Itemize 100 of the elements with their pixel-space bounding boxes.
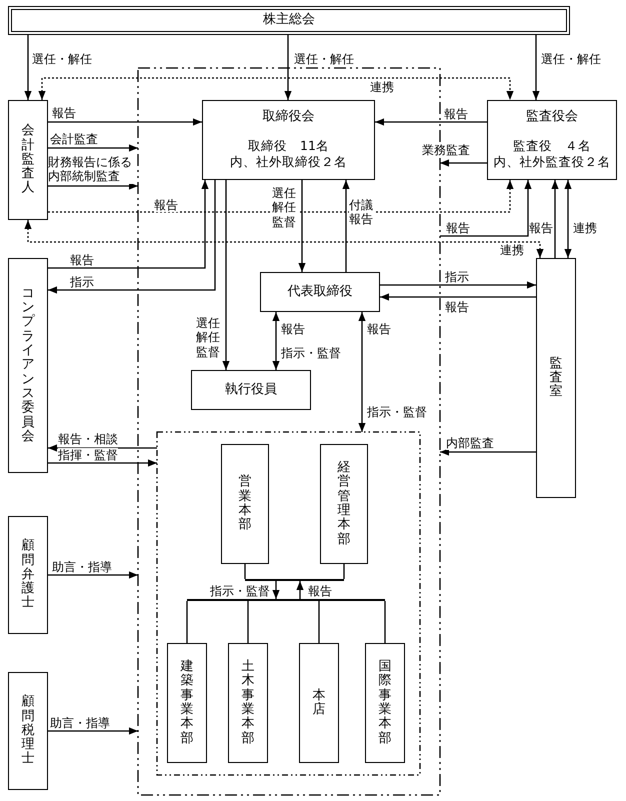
bus-line	[245, 579, 344, 581]
process-box	[167, 643, 207, 763]
process-box	[365, 643, 405, 763]
node-label: 土木事業本部	[242, 660, 254, 746]
node-label: 顧問弁護士	[22, 539, 34, 611]
process-box	[8, 100, 48, 220]
process-box	[221, 444, 269, 564]
edge-label: 選任解任監督	[196, 316, 222, 360]
arrow	[440, 448, 536, 456]
node-text: 監査役 ４名	[513, 138, 591, 154]
edge-label: 助言・指導	[52, 560, 112, 574]
arrow	[48, 182, 138, 190]
arrow	[222, 180, 230, 370]
node-label: 会計監査人	[22, 124, 34, 196]
arrow	[375, 118, 487, 126]
node-text: 内、社外監査役２名	[494, 154, 610, 172]
arrow	[532, 35, 540, 100]
edge-label: 選任解任監督	[272, 186, 298, 230]
edge-label: 報告	[70, 253, 94, 268]
arrow	[48, 118, 202, 126]
arrow	[38, 77, 514, 100]
arrow	[48, 459, 157, 467]
edge-label: 付議報告	[349, 198, 375, 227]
edge-label: 業務監査	[422, 143, 470, 158]
edge-label: 報告	[446, 221, 470, 236]
arrow	[48, 571, 138, 579]
arrow	[48, 444, 157, 452]
edge-label: 連携	[370, 80, 394, 94]
node-title: 代表取締役	[288, 284, 352, 300]
node-label: 経営管理本部	[338, 461, 350, 547]
node-title: 取締役会	[262, 108, 314, 126]
node-title: 監査役会	[526, 108, 578, 126]
edge-label: 報告	[281, 322, 305, 336]
arrow	[358, 312, 366, 432]
edge-label: 報告	[308, 584, 332, 598]
process-box	[8, 258, 48, 473]
edge-label: 指揮・監督	[58, 448, 118, 462]
process-box	[299, 643, 339, 763]
edge-label: 報告	[529, 221, 553, 236]
process-box	[8, 6, 570, 35]
arrow	[48, 180, 514, 213]
process-box	[8, 672, 48, 790]
edge-label: 報告	[445, 300, 469, 314]
edge-label: 財務報告に係る内部統制監査	[48, 155, 136, 184]
arrow	[48, 180, 209, 269]
node-label: 顧問税理士	[22, 695, 34, 767]
arrow	[440, 159, 487, 167]
arrow	[380, 281, 536, 289]
node-text: 取締役 11名	[248, 138, 329, 154]
arrow	[48, 727, 138, 735]
arrow	[48, 144, 138, 152]
edge-label: 報告	[444, 107, 468, 122]
edge-label: 助言・指導	[50, 716, 110, 730]
note-label: 指示・監督	[367, 405, 427, 420]
edge-label: 選任・解任	[541, 52, 601, 66]
process-box	[260, 272, 380, 312]
node-title: 執行役員	[225, 382, 277, 398]
edge-label: 指示・監督	[210, 584, 270, 598]
arrow	[272, 312, 280, 370]
dash-dot-frame	[157, 432, 420, 775]
edge-label: 報告	[367, 322, 391, 336]
arrow	[342, 180, 350, 272]
process-box	[8, 516, 48, 634]
process-box	[202, 100, 375, 180]
node-label: 国際事業本部	[378, 660, 392, 746]
process-box	[228, 643, 268, 763]
node-title: 株主総会	[263, 12, 315, 29]
arrow	[272, 581, 280, 599]
arrow	[298, 180, 306, 272]
edge-label: 報告・相談	[58, 432, 118, 446]
process-box	[487, 100, 617, 180]
process-box	[191, 370, 311, 410]
arrow	[24, 35, 32, 100]
process-box	[320, 444, 368, 564]
node-label: 監査室	[550, 356, 562, 400]
arrow	[564, 180, 572, 258]
arrow	[380, 293, 536, 301]
process-box	[536, 258, 576, 498]
bus-line	[187, 599, 385, 601]
edge-label: 連携	[573, 221, 597, 236]
arrow	[296, 581, 304, 599]
edge-label: 指示	[70, 275, 94, 290]
edge-label: 指示	[445, 270, 469, 284]
edge-label: 内部監査	[446, 436, 494, 450]
arrow	[284, 35, 292, 100]
node-label: コンプライアンス委員会	[22, 286, 34, 444]
node-label: 営業本部	[238, 475, 252, 533]
node-text: 内、社外取締役２名	[230, 154, 347, 172]
node-label: 本店	[312, 688, 326, 718]
note-label: 指示・監督	[281, 346, 341, 360]
arrow	[48, 180, 216, 294]
arrow	[24, 220, 544, 258]
edge-label: 選任・解任	[294, 52, 354, 66]
edge-label: 報告	[154, 198, 178, 212]
edge-label: 報告	[52, 106, 76, 120]
arrow	[440, 180, 532, 237]
arrow	[551, 180, 559, 258]
edge-label: 連携	[500, 243, 524, 258]
node-label: 建築事業本部	[180, 660, 194, 746]
edge-label: 選任・解任	[32, 52, 92, 66]
